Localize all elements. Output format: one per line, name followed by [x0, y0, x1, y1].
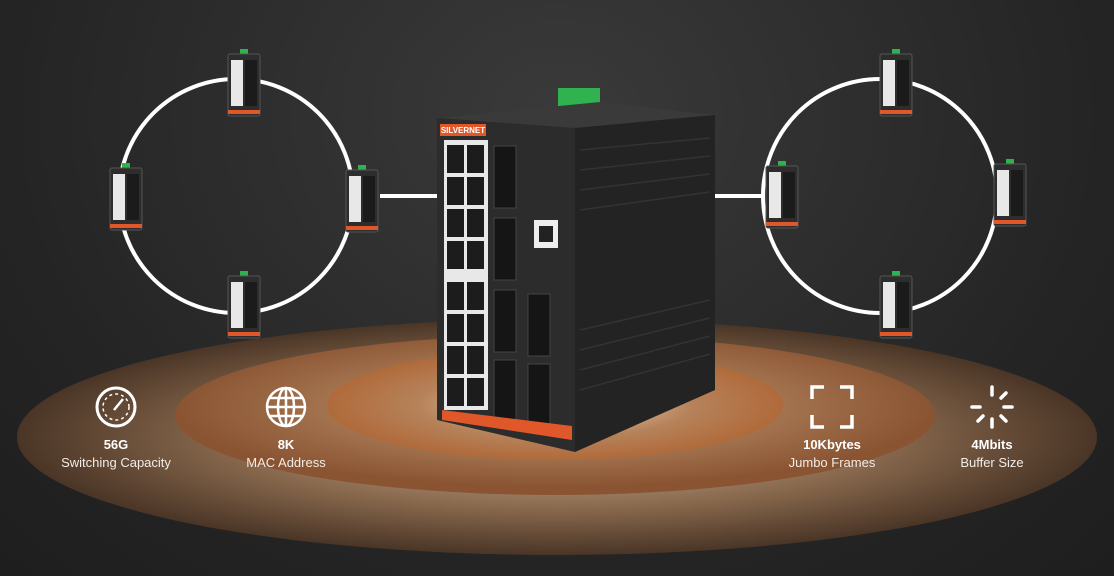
brand-logo: SILVERNET [441, 126, 485, 135]
ring-switch [993, 158, 1027, 227]
feature-label: Jumbo Frames [788, 455, 876, 470]
ring-switch [345, 164, 379, 233]
loading-spinner-icon [902, 385, 1082, 431]
feature-label: MAC Address [246, 455, 326, 470]
feature-label: Buffer Size [960, 455, 1024, 470]
ring-switch [227, 48, 261, 117]
globe-icon [196, 385, 376, 431]
ring-switch [227, 270, 261, 339]
ring-switch [109, 162, 143, 231]
feature-value: 4Mbits [971, 437, 1013, 452]
feature-switching-capacity: 56G Switching Capacity [26, 385, 206, 470]
feature-jumbo-frames: 10Kbytes Jumbo Frames [742, 385, 922, 470]
feature-value: 56G [103, 437, 129, 452]
ring-switch [879, 48, 913, 117]
frame-corners-icon [742, 385, 922, 431]
main-switch: SILVERNET [437, 88, 715, 452]
feature-buffer-size: 4Mbits Buffer Size [902, 385, 1082, 470]
speedometer-icon [26, 385, 206, 431]
feature-mac-address: 8K MAC Address [196, 385, 376, 470]
feature-value: 10Kbytes [803, 437, 861, 452]
ring-switch [765, 160, 799, 229]
feature-value: 8K [277, 437, 295, 452]
ring-switch [879, 270, 913, 339]
feature-label: Switching Capacity [61, 455, 171, 470]
